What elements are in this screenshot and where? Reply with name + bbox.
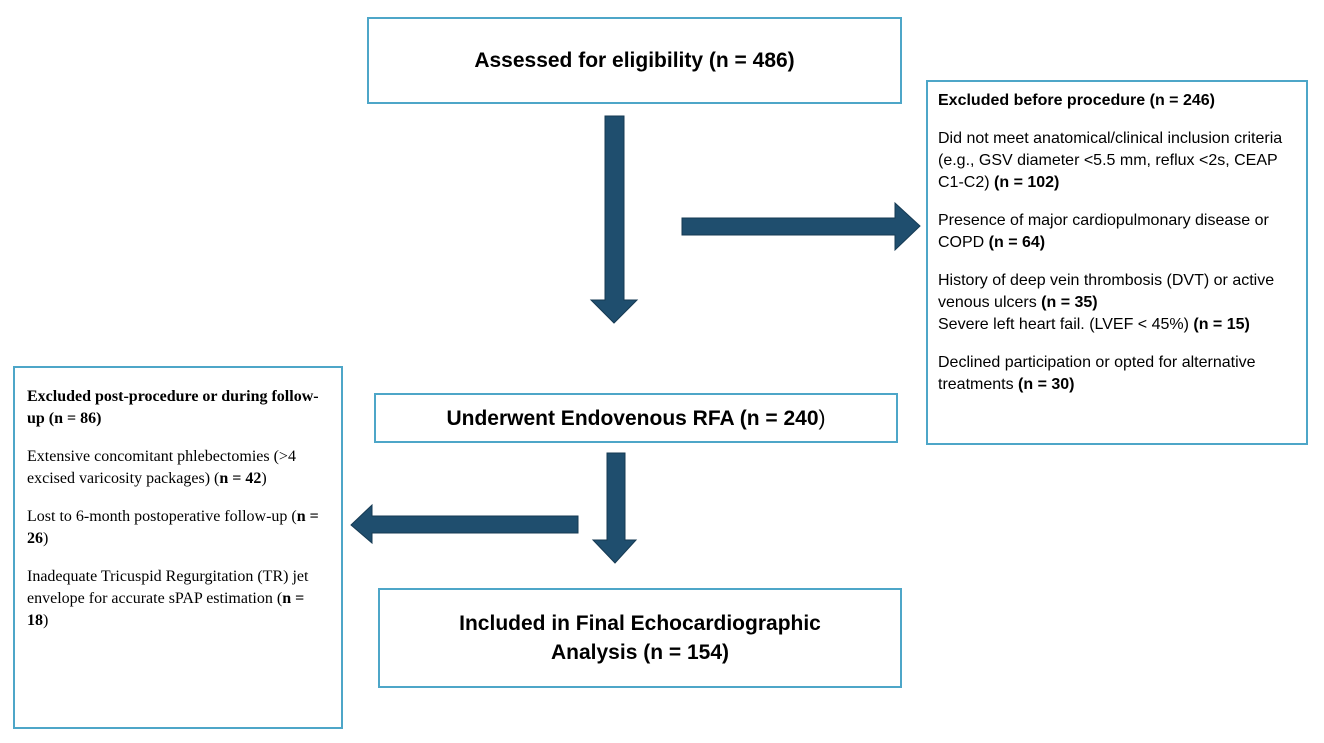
included-line-2: Analysis (n = 154) — [551, 641, 729, 664]
excluded-before-item: Did not meet anatomical/clinical inclusi… — [938, 130, 1283, 191]
excluded-before-box: Excluded before procedure (n = 246) Did … — [926, 80, 1308, 445]
included-box: Included in Final Echocardiographic Anal… — [378, 588, 902, 688]
arrow-right-1 — [681, 201, 921, 252]
underwent-box: Underwent Endovenous RFA (n = 240) — [374, 393, 898, 443]
excluded-post-item: Extensive concomitant phlebectomies (>4 … — [27, 448, 296, 487]
assessed-label: Assessed for eligibility (n = 486) — [474, 49, 795, 72]
assessed-box: Assessed for eligibility (n = 486) — [367, 17, 902, 104]
excluded-post-item: Inadequate Tricuspid Regurgitation (TR) … — [27, 568, 309, 629]
excluded-before-heading: Excluded before procedure (n = 246) — [938, 92, 1215, 109]
arrow-down-2 — [591, 452, 638, 564]
underwent-label: Underwent Endovenous RFA (n = 240) — [446, 406, 826, 430]
excluded-post-box: Excluded post-procedure or during follow… — [13, 366, 343, 729]
excluded-before-item: Severe left heart fail. (LVEF < 45%) (n … — [938, 316, 1250, 333]
excluded-before-item: Presence of major cardiopulmonary diseas… — [938, 212, 1269, 251]
excluded-post-heading: Excluded post-procedure or during follow… — [27, 388, 319, 427]
excluded-post-item: Lost to 6-month postoperative follow-up … — [27, 508, 319, 547]
arrow-down-1 — [589, 115, 639, 324]
arrow-left-1 — [350, 503, 579, 545]
excluded-before-item: Declined participation or opted for alte… — [938, 354, 1256, 393]
included-line-1: Included in Final Echocardiographic — [459, 612, 821, 635]
excluded-before-item: History of deep vein thrombosis (DVT) or… — [938, 272, 1275, 311]
